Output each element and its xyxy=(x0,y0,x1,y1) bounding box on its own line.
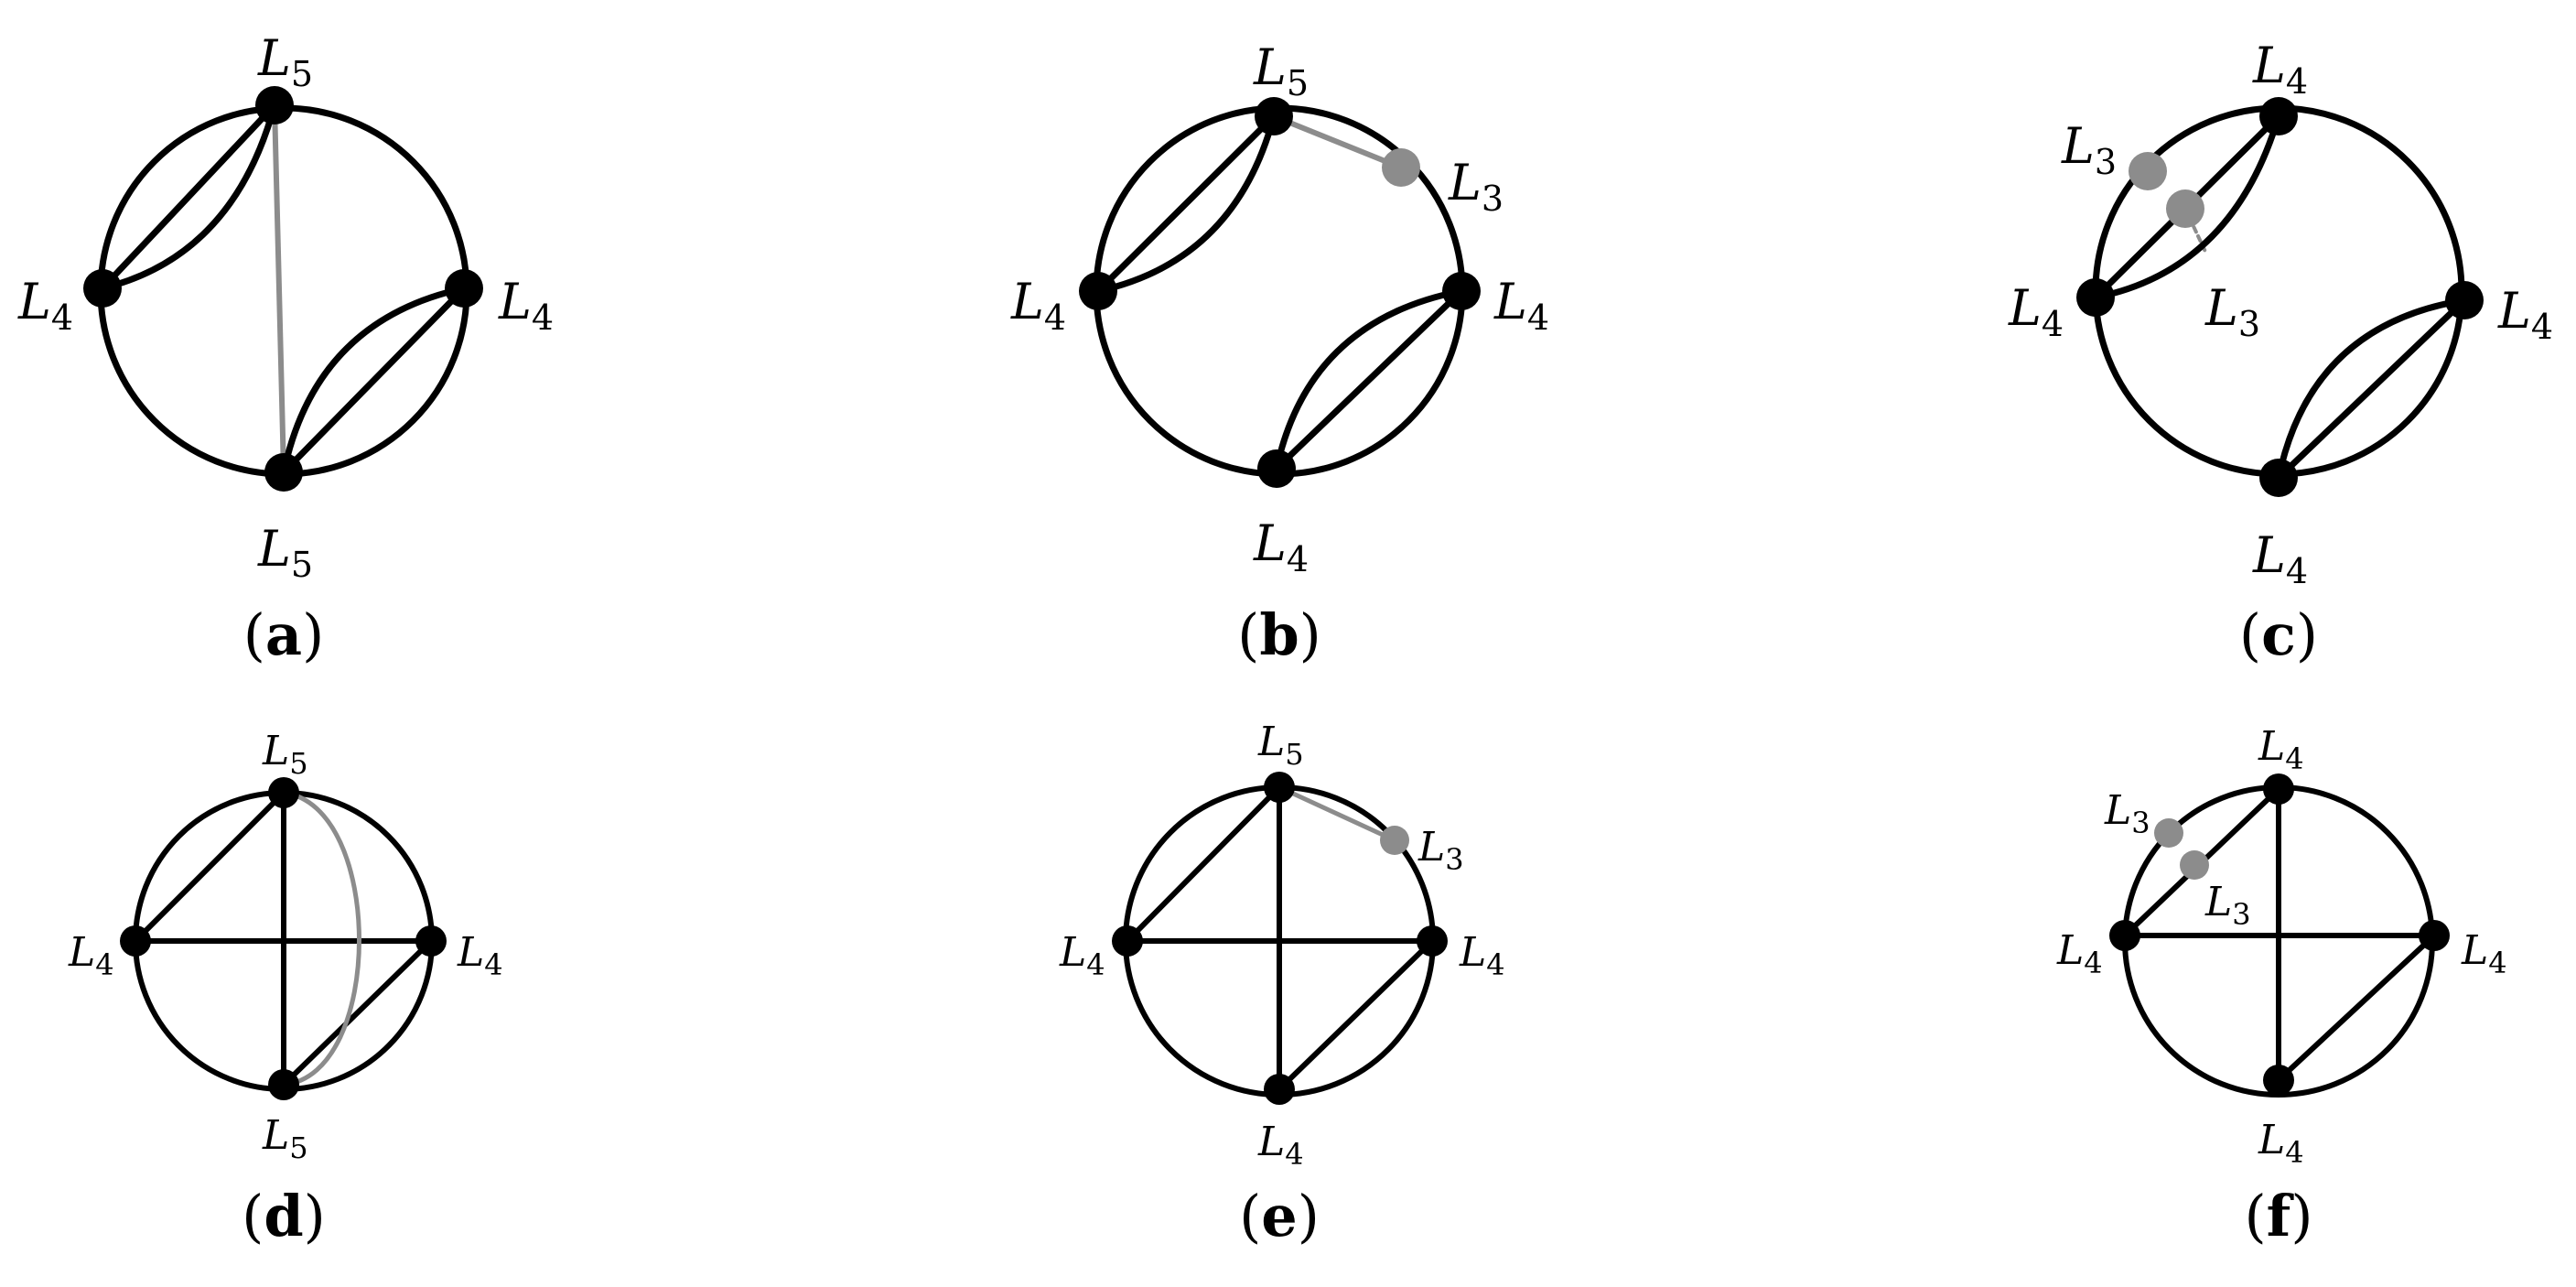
chord xyxy=(280,285,468,476)
gray-chord xyxy=(272,103,286,475)
node-label: L4 xyxy=(498,273,554,338)
node-label: L5 xyxy=(262,1112,308,1165)
gray-arc xyxy=(283,790,361,1087)
chord xyxy=(2276,933,2437,1083)
node-label: L5 xyxy=(257,29,313,94)
node-label: L3 xyxy=(2061,117,2117,182)
node xyxy=(83,269,122,308)
arc-edge xyxy=(2275,297,2465,479)
node-label: L4 xyxy=(1253,514,1309,579)
node-label: L4 xyxy=(2258,1117,2304,1170)
node-label: L4 xyxy=(1059,929,1105,982)
gray-node xyxy=(2166,189,2204,228)
panel-caption: (c) xyxy=(2239,601,2318,668)
chord xyxy=(281,938,434,1087)
arc-edge xyxy=(280,285,465,473)
node xyxy=(1255,97,1293,135)
gray-node xyxy=(1380,826,1409,855)
node xyxy=(2263,1065,2294,1096)
node xyxy=(1417,925,1448,957)
node xyxy=(120,925,151,957)
node-label: L3 xyxy=(1417,824,1464,877)
chord xyxy=(2275,297,2468,481)
node xyxy=(268,1069,299,1100)
node xyxy=(2259,97,2298,135)
node xyxy=(1264,1074,1295,1105)
node-label: L4 xyxy=(2497,282,2553,347)
node xyxy=(1112,925,1143,957)
node xyxy=(1264,772,1295,803)
node xyxy=(1257,449,1296,488)
node-label: L5 xyxy=(1257,719,1304,772)
gray-node xyxy=(2180,850,2209,880)
panel-caption: (a) xyxy=(243,601,325,668)
node-label: L4 xyxy=(2252,37,2308,102)
panel-caption: (e) xyxy=(1239,1183,1320,1249)
node-label: L4 xyxy=(2258,723,2304,776)
node-label: L4 xyxy=(68,929,114,982)
node xyxy=(2259,459,2298,497)
node-label: L3 xyxy=(1448,154,1504,219)
node xyxy=(415,925,447,957)
node-label: L4 xyxy=(1010,273,1066,338)
panel-caption: (b) xyxy=(1237,601,1321,668)
node xyxy=(1079,272,1117,310)
chord xyxy=(99,102,278,292)
gray-node xyxy=(1382,148,1420,187)
node-label: L4 xyxy=(2008,279,2064,344)
chord xyxy=(1277,938,1435,1092)
node-label: L5 xyxy=(1253,38,1309,103)
node xyxy=(2263,773,2294,805)
node xyxy=(264,453,303,492)
node-label: L4 xyxy=(457,929,503,982)
node-label: L5 xyxy=(257,520,313,585)
node-label: L4 xyxy=(2056,927,2103,980)
node xyxy=(255,86,294,124)
panel-caption: (d) xyxy=(242,1183,326,1249)
node xyxy=(2445,281,2484,319)
node-label: L4 xyxy=(1459,929,1505,982)
chord xyxy=(1094,113,1277,295)
node-label: L3 xyxy=(2204,279,2260,344)
node xyxy=(2076,278,2115,317)
gray-edge xyxy=(1277,784,1397,843)
node-label: L4 xyxy=(1493,273,1549,338)
node xyxy=(268,777,299,808)
node-label: L3 xyxy=(2204,879,2251,932)
gray-node xyxy=(2154,818,2183,848)
node xyxy=(1442,272,1481,310)
node xyxy=(2419,920,2450,951)
node xyxy=(445,269,483,308)
panel-caption: (f) xyxy=(2244,1183,2312,1249)
arc-edge xyxy=(2095,115,2282,301)
node-label: L4 xyxy=(17,273,73,338)
node-label: L5 xyxy=(262,728,308,781)
node xyxy=(2109,920,2140,951)
arc-edge xyxy=(102,104,278,292)
chord xyxy=(1273,287,1465,472)
arc-edge xyxy=(1273,287,1462,470)
node-label: L4 xyxy=(2461,927,2507,980)
chord xyxy=(1125,784,1282,944)
chord xyxy=(133,790,286,944)
node-label: L4 xyxy=(1257,1119,1304,1172)
gray-edge xyxy=(1271,114,1404,170)
node-label: L3 xyxy=(2104,787,2150,840)
gray-node xyxy=(2129,152,2167,190)
arc-edge xyxy=(1097,115,1277,295)
node-label: L4 xyxy=(2252,526,2308,591)
